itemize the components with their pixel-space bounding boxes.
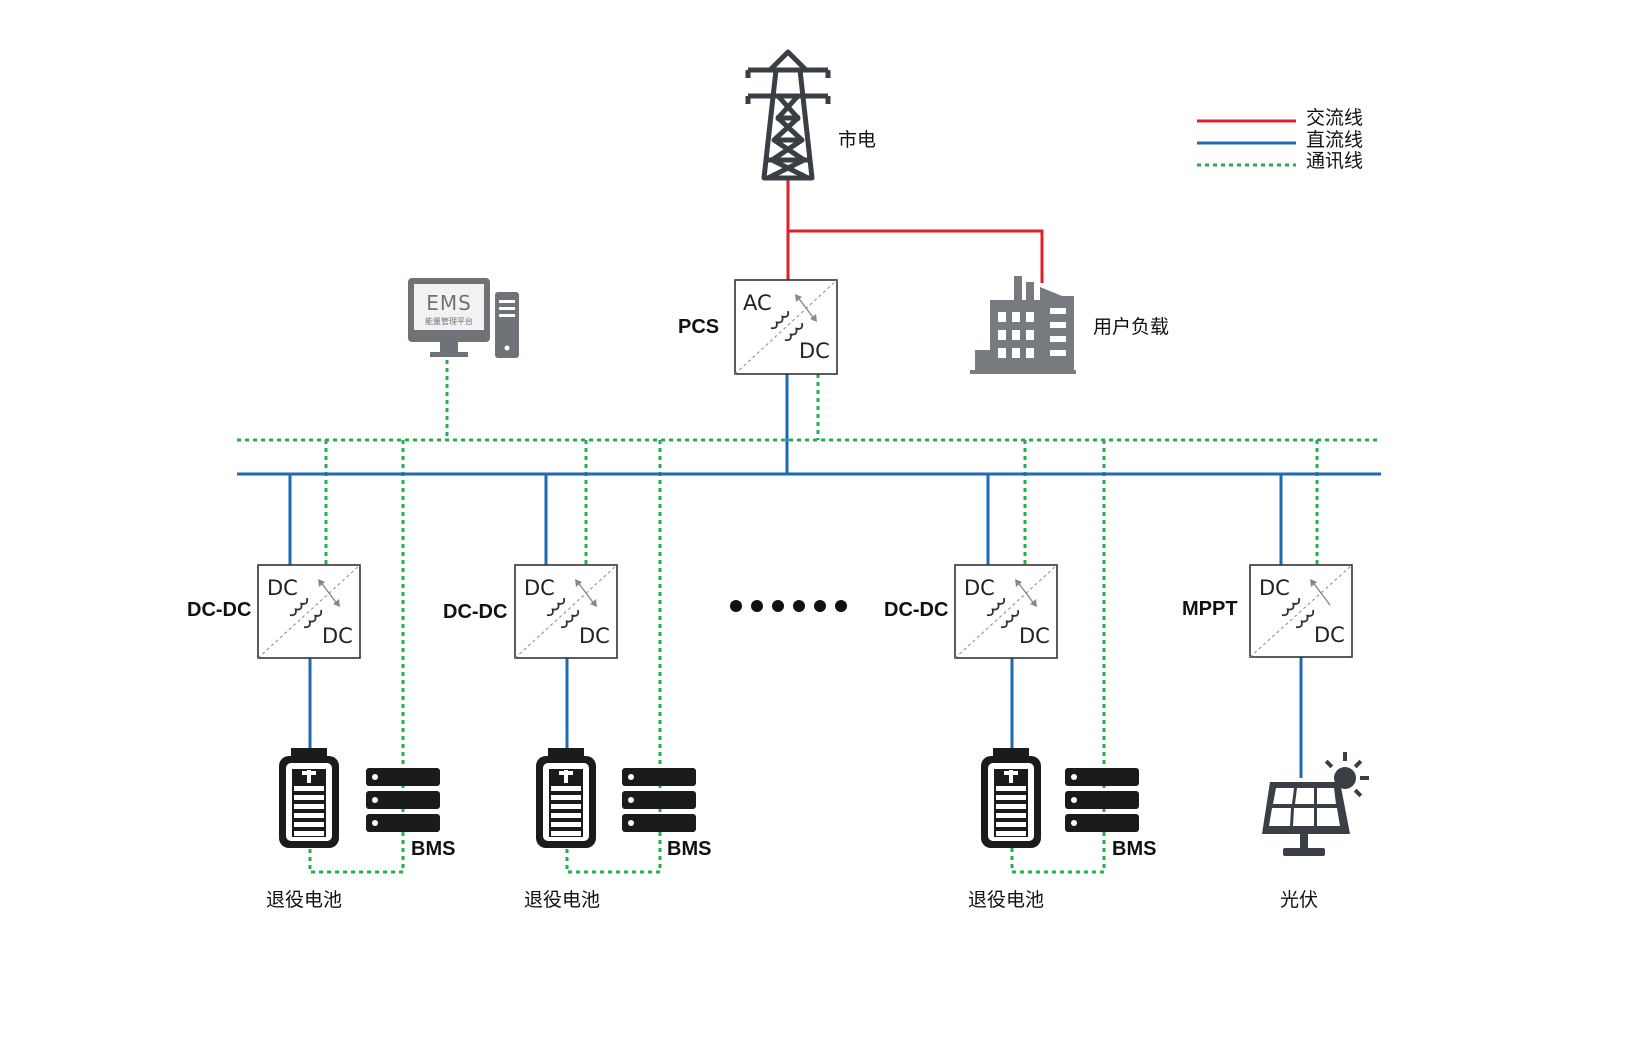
ac-line-load	[788, 229, 1044, 283]
dcdc-converter-2: DC DC	[514, 564, 618, 659]
legend-dc-label: 直流线	[1306, 129, 1363, 151]
bms-1-label: BMS	[411, 838, 455, 860]
battery-1-label: 退役电池	[266, 889, 342, 911]
ems-computer-icon: EMS 能量管理平台	[408, 278, 519, 358]
bms-3-label: BMS	[1112, 838, 1156, 860]
transmission-tower-icon	[745, 49, 831, 181]
mppt-converter: DC DC	[1249, 564, 1353, 658]
legend-ac-label: 交流线	[1306, 107, 1363, 129]
comm-line-bms-1	[308, 440, 405, 874]
conv-2-top-label: DC	[524, 576, 555, 600]
comm-line-bms-2	[565, 440, 662, 874]
battery-icon	[981, 748, 1041, 848]
bms-server-icon	[366, 768, 440, 832]
mppt-bottom-label: DC	[1314, 623, 1345, 647]
mppt-label: MPPT	[1182, 598, 1238, 620]
battery-icon	[279, 748, 339, 848]
conv-3-label: DC-DC	[884, 599, 948, 621]
solar-panel-icon	[1262, 752, 1369, 856]
battery-2-label: 退役电池	[524, 889, 600, 911]
mppt-top-label: DC	[1259, 576, 1290, 600]
dcdc-converter-3: DC DC	[954, 564, 1058, 659]
ems-title: EMS	[426, 291, 472, 315]
pcs-converter: AC DC	[734, 279, 838, 375]
dcdc-converter-1: DC DC	[257, 564, 361, 659]
bms-2-label: BMS	[667, 838, 711, 860]
conv-3-top-label: DC	[964, 576, 995, 600]
bms-server-icon	[1065, 768, 1139, 832]
conv-1-label: DC-DC	[187, 599, 251, 621]
load-label: 用户负载	[1093, 316, 1169, 338]
bms-server-icon	[622, 768, 696, 832]
battery-icon	[536, 748, 596, 848]
grid-label: 市电	[838, 129, 876, 151]
legend-comm-label: 通讯线	[1306, 150, 1363, 172]
conv-2-label: DC-DC	[443, 601, 507, 623]
comm-line-bms-3	[1010, 440, 1106, 874]
conv-1-bottom-label: DC	[322, 624, 353, 648]
conv-1-top-label: DC	[267, 576, 298, 600]
conv-2-bottom-label: DC	[579, 624, 610, 648]
pcs-bottom-label: DC	[799, 339, 830, 363]
battery-3-label: 退役电池	[968, 889, 1044, 911]
legend: 交流线 直流线 通讯线	[1197, 107, 1363, 172]
pcs-label: PCS	[678, 316, 719, 338]
pcs-top-label: AC	[743, 291, 772, 315]
ems-subtitle: 能量管理平台	[425, 316, 473, 326]
conv-3-bottom-label: DC	[1019, 624, 1050, 648]
ellipsis-dots	[730, 600, 847, 612]
pv-label: 光伏	[1280, 889, 1318, 911]
factory-icon	[970, 276, 1076, 374]
